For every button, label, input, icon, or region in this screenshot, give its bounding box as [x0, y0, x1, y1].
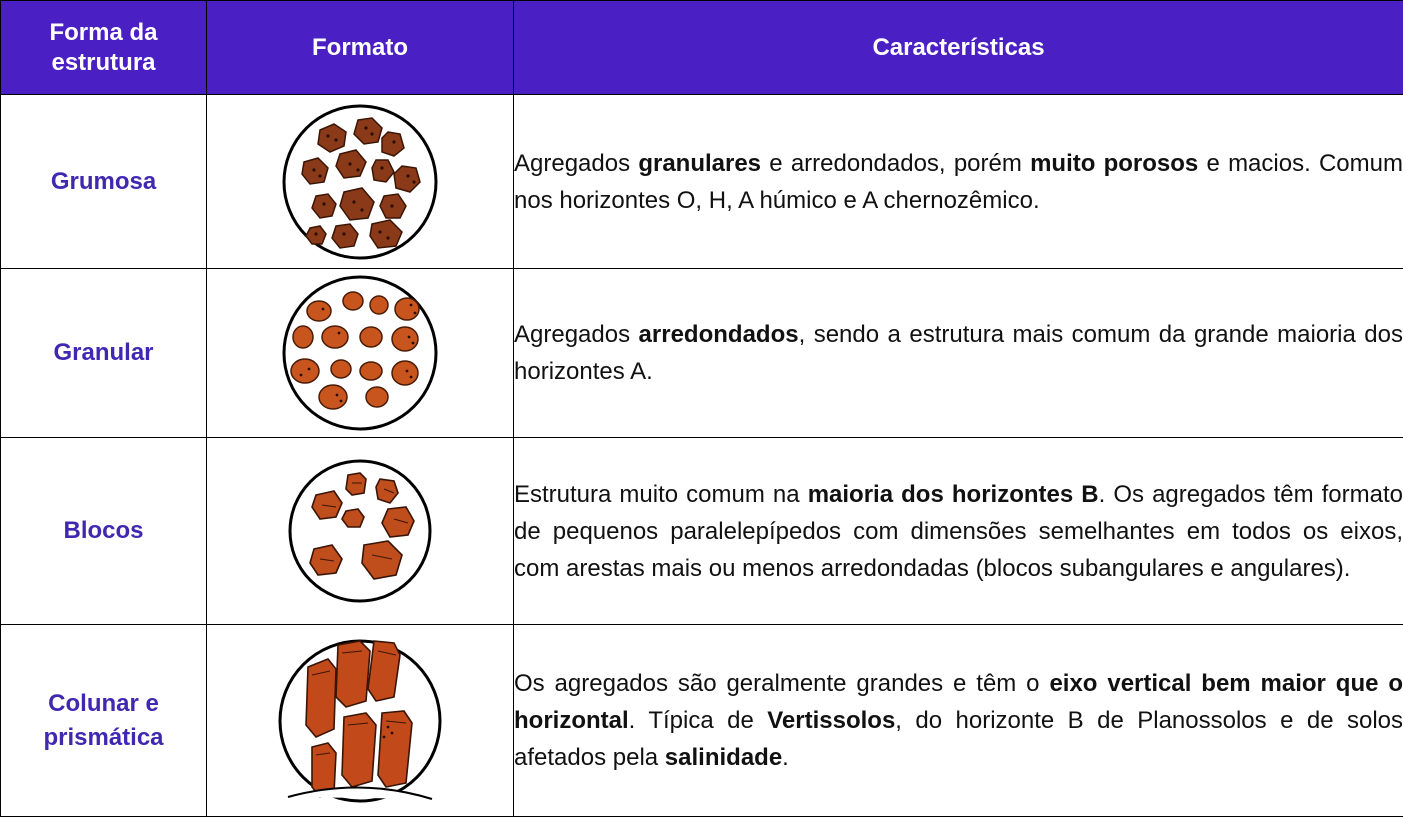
- header-row: Forma da estrutura Formato Característic…: [1, 1, 1403, 95]
- row-name: Blocos: [1, 438, 207, 625]
- row-name: Granular: [1, 269, 207, 438]
- granular-aggregates-icon: [279, 275, 441, 431]
- table-row: Blocos: [1, 438, 1403, 625]
- description-bold-text: Vertissolos: [767, 707, 895, 734]
- description-bold-text: muito porosos: [1030, 150, 1198, 177]
- row-name: Grumosa: [1, 95, 207, 269]
- description-text: . Típica de: [629, 707, 768, 734]
- colunar-aggregates-icon: [278, 627, 442, 815]
- header-caracteristicas: Características: [514, 1, 1403, 95]
- row-image-cell: [207, 438, 514, 625]
- blocos-aggregates-icon: [288, 459, 432, 603]
- description-bold-text: granulares: [638, 150, 761, 177]
- row-description: Agregados arredondados, sendo a estrutur…: [514, 269, 1403, 438]
- grumosa-aggregates-icon: [280, 102, 440, 262]
- description-text: Os agregados são geralmente grandes e tê…: [514, 670, 1049, 697]
- table-row: Grumosa: [1, 95, 1403, 269]
- description-bold-text: arredondados: [639, 321, 799, 348]
- header-forma: Forma da estrutura: [1, 1, 207, 95]
- table-row: Colunar e prismática: [1, 625, 1403, 817]
- row-description: Agregados granulares e arredondados, por…: [514, 95, 1403, 269]
- description-bold-text: salinidade: [665, 744, 782, 771]
- row-image-cell: [207, 625, 514, 817]
- description-bold-text: maioria dos horizontes B: [808, 481, 1099, 508]
- row-description: Estrutura muito comum na maioria dos hor…: [514, 438, 1403, 625]
- row-description: Os agregados são geralmente grandes e tê…: [514, 625, 1403, 817]
- row-image-cell: [207, 269, 514, 438]
- header-formato: Formato: [207, 1, 514, 95]
- table-row: Granular: [1, 269, 1403, 438]
- row-image-cell: [207, 95, 514, 269]
- description-text: Agregados: [514, 150, 638, 177]
- description-text: e arredondados, porém: [761, 150, 1030, 177]
- description-text: Estrutura muito comum na: [514, 481, 808, 508]
- row-name: Colunar e prismática: [1, 625, 207, 817]
- description-text: Agregados: [514, 321, 639, 348]
- description-text: .: [782, 744, 789, 771]
